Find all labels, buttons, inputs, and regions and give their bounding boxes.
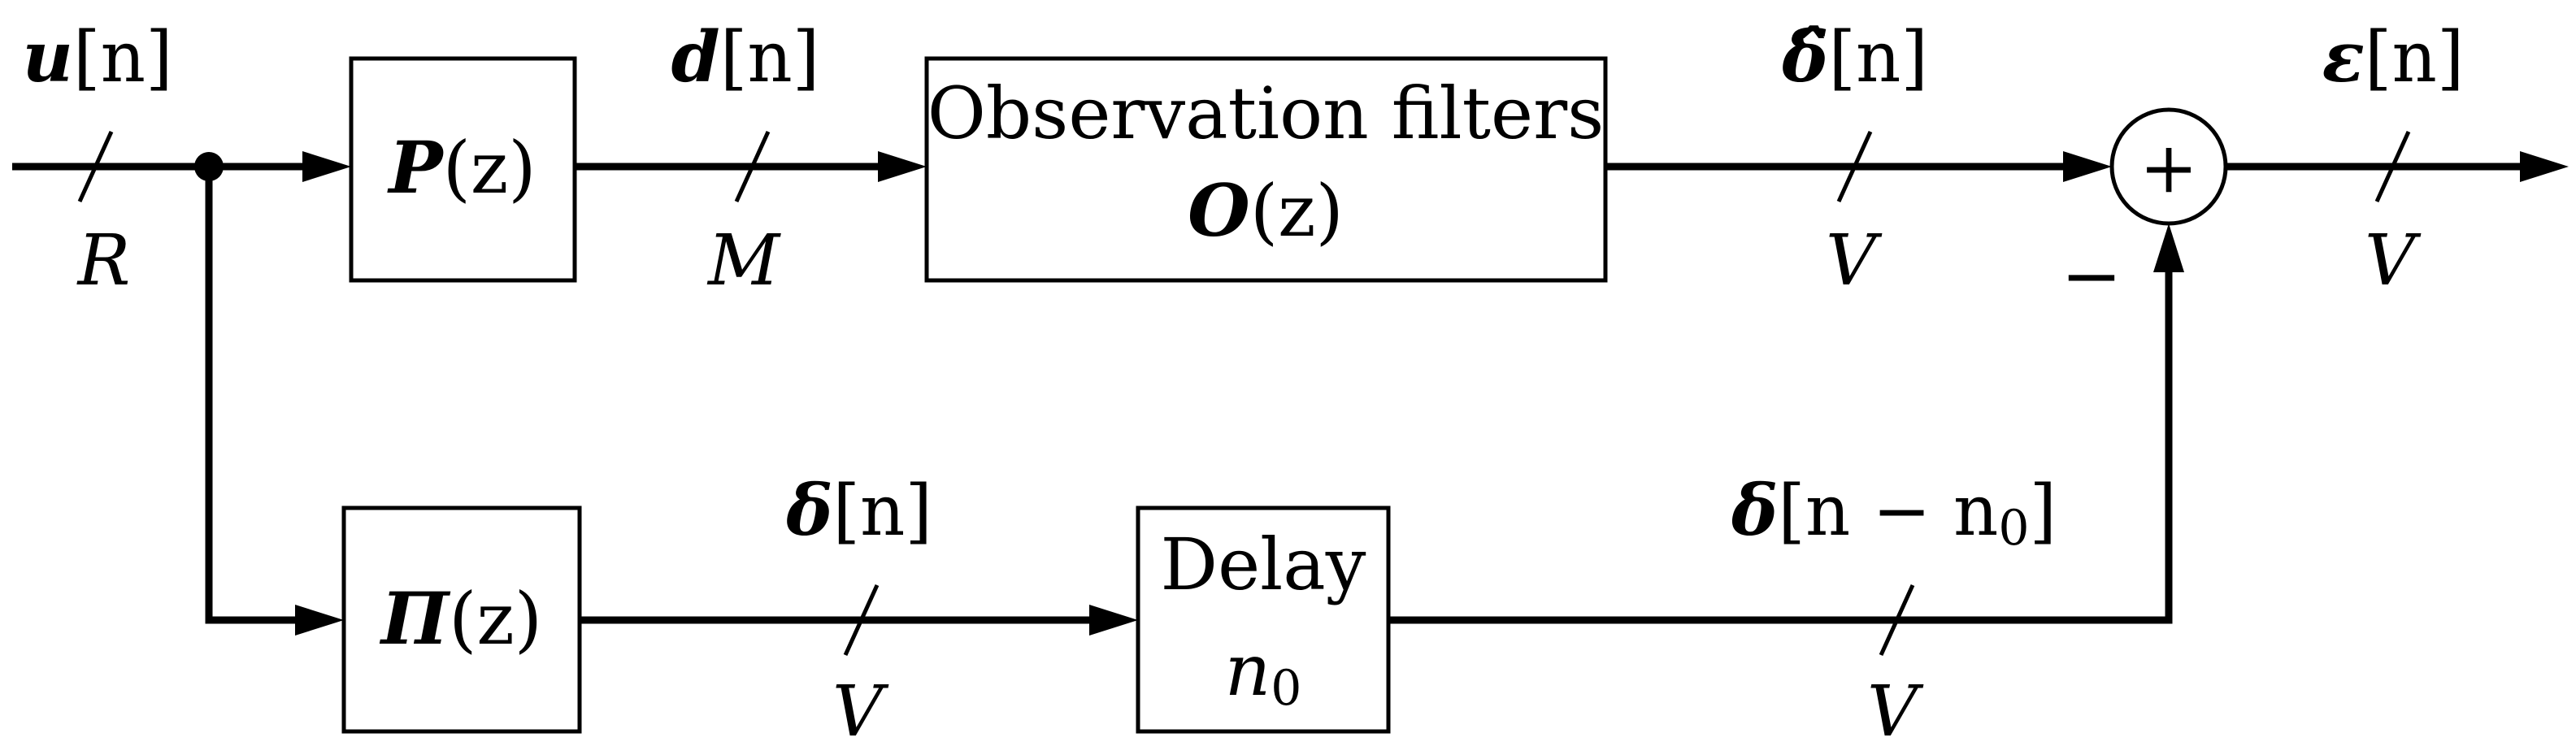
p-block-label: P(z) <box>386 125 536 210</box>
delay-to-sum-wire <box>1388 272 2173 624</box>
signal-eps-label: ε[n] <box>2322 16 2465 98</box>
junction-dot <box>194 152 224 181</box>
dim-delta-hat-label: V <box>1826 220 1883 302</box>
obs-block-title: Observation filters <box>927 72 1605 155</box>
obs-block-transfer: O(z) <box>1188 168 1344 253</box>
signal-delta-delayed-label: δ[n − n0] <box>1731 470 2057 557</box>
delay-block <box>1136 506 1391 734</box>
bus-slash-delta-hat <box>1836 130 1873 203</box>
p-block <box>349 56 577 283</box>
signal-delta-hat-label: δ̂[n] <box>1781 16 1928 98</box>
dim-u-label: R <box>76 220 131 302</box>
dim-d-label: M <box>706 220 781 302</box>
dim-eps-label: V <box>2365 220 2422 302</box>
p-to-obs-arrowhead <box>878 151 927 182</box>
input-arrowhead <box>302 151 351 182</box>
branch-wire <box>205 167 295 624</box>
bus-slash-delta-delayed <box>1879 584 1915 657</box>
delay-block-amount: n0 <box>1225 628 1302 717</box>
pi-block-label: Π(z) <box>379 576 542 661</box>
bus-slash-eps <box>2374 130 2411 203</box>
observation-filters-block <box>924 56 1608 283</box>
dim-delta-delayed-label: V <box>1867 671 1924 753</box>
bus-slash-d <box>734 130 771 203</box>
summer-minus-sign: − <box>2061 233 2122 319</box>
signal-d-label: d[n] <box>671 16 820 98</box>
bus-slash-u <box>77 130 114 203</box>
delay-block-title: Delay <box>1161 523 1366 606</box>
bus-slash-delta <box>843 584 880 657</box>
signal-delta-label: δ[n] <box>785 470 932 552</box>
summing-junction <box>2109 107 2228 226</box>
pi-to-delay-arrowhead <box>1089 605 1138 636</box>
dim-delta-label: V <box>832 671 889 753</box>
pi-block <box>341 506 582 734</box>
obs-to-sum-arrowhead <box>2063 151 2112 182</box>
summer-plus-sign: + <box>2139 128 2198 209</box>
signal-u-label: u[n] <box>22 16 172 98</box>
output-arrowhead <box>2520 151 2569 182</box>
delay-to-sum-arrowhead <box>2153 223 2184 272</box>
branch-arrowhead <box>295 605 344 636</box>
